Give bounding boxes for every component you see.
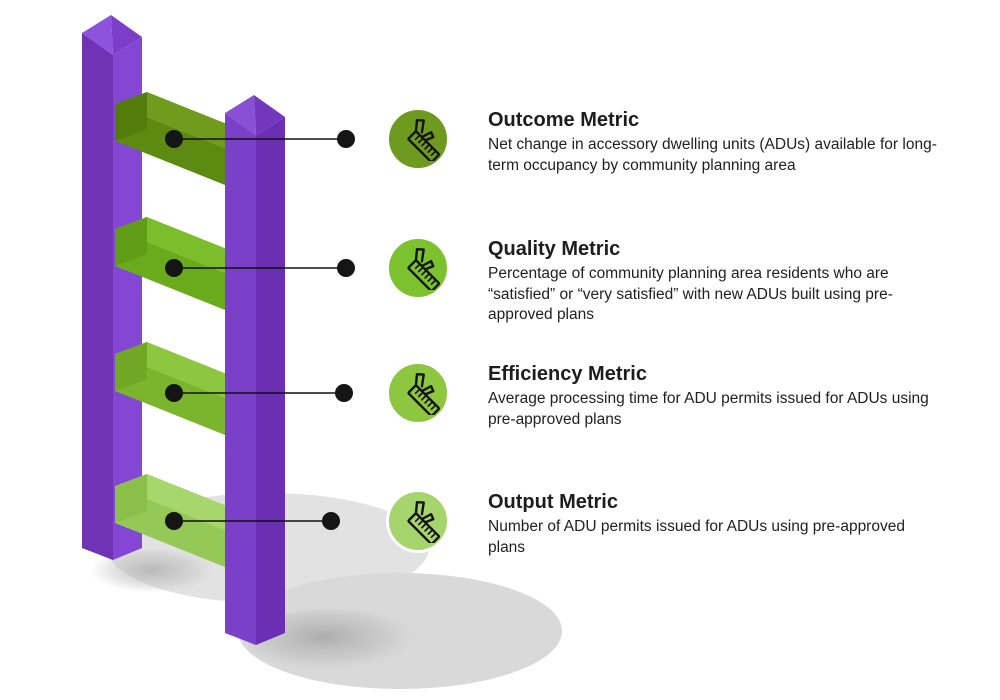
connector-dot: [165, 512, 183, 530]
ladder-left-rail: [82, 15, 142, 560]
connector-dot: [337, 259, 355, 277]
metric-title: Quality Metric: [488, 238, 621, 260]
metric-row-efficiency: Efficiency Metric Average processing tim…: [386, 361, 940, 430]
metric-description: Number of ADU permits issued for ADUs us…: [488, 518, 905, 556]
caliper-icon: [386, 489, 450, 553]
left-foot-shadow: [90, 547, 214, 593]
connector-dot: [165, 130, 183, 148]
metric-row-outcome: Outcome Metric Net change in accessory d…: [386, 107, 940, 176]
connector-dot: [165, 384, 183, 402]
metric-description: Net change in accessory dwelling units (…: [488, 136, 937, 174]
caliper-icon: [386, 236, 450, 300]
connector-dot: [165, 259, 183, 277]
right-foot-shadow: [247, 609, 417, 671]
metric-description: Average processing time for ADU permits …: [488, 390, 929, 428]
connector-dot: [322, 512, 340, 530]
connector-lines: [174, 138, 346, 522]
metric-row-output: Output Metric Number of ADU permits issu…: [386, 489, 940, 558]
metric-description: Percentage of community planning area re…: [488, 265, 893, 323]
metric-row-quality: Quality Metric Percentage of community p…: [386, 236, 940, 325]
metric-title: Efficiency Metric: [488, 363, 647, 385]
caliper-icon: [386, 361, 450, 425]
connector-dot: [335, 384, 353, 402]
ladder-right-rail: [225, 95, 285, 645]
metric-title: Outcome Metric: [488, 109, 640, 131]
connector-dots: [165, 130, 355, 530]
connector-dot: [337, 130, 355, 148]
caliper-icon: [386, 107, 450, 171]
metric-title: Output Metric: [488, 491, 618, 513]
